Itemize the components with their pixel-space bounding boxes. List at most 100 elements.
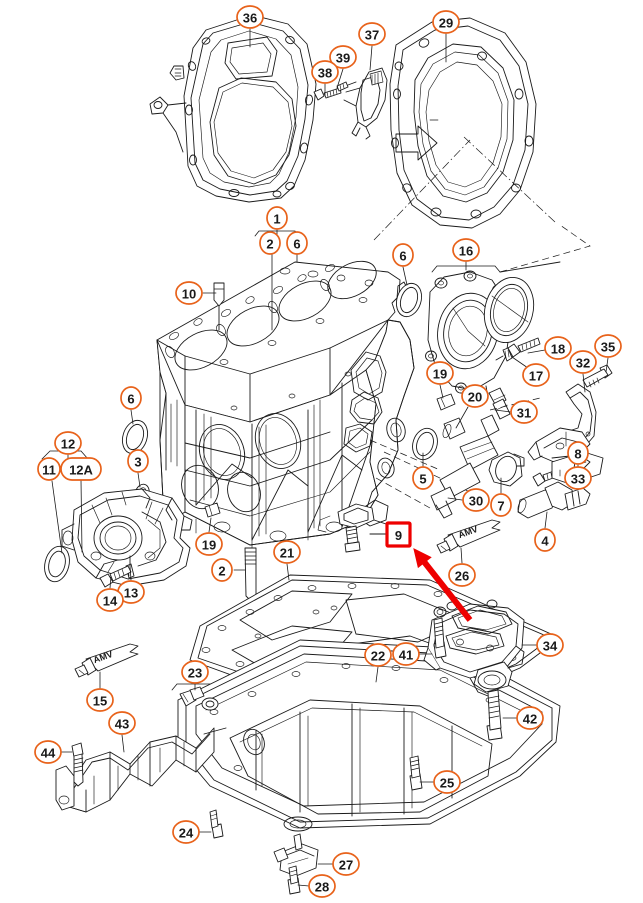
part-37-bracket	[343, 67, 388, 140]
callout-label-19: 19	[202, 538, 216, 553]
leader-line-30	[447, 497, 463, 501]
callout-23[interactable]: 23	[181, 660, 209, 684]
callout-19[interactable]: 19	[426, 361, 454, 385]
callout-33[interactable]: 33	[564, 466, 592, 490]
leader-line-32	[582, 373, 586, 393]
callout-ring-24	[172, 820, 200, 844]
callout-10[interactable]: 10	[175, 281, 203, 305]
leader-line-43	[121, 734, 125, 753]
callout-ring-4	[534, 528, 556, 552]
callout-14[interactable]: 14	[96, 588, 124, 612]
callout-label-7: 7	[497, 499, 504, 514]
bracket-16-ext	[499, 261, 561, 273]
callout-1[interactable]: 1	[266, 206, 288, 230]
callout-17[interactable]: 17	[522, 363, 550, 387]
callout-11[interactable]: 11	[37, 457, 61, 481]
callout-label-10: 10	[182, 287, 196, 302]
part-26-amv-tube	[436, 519, 501, 554]
callout-18[interactable]: 18	[544, 336, 572, 360]
callout-6[interactable]: 6	[392, 243, 414, 267]
part-17-stud	[495, 347, 513, 362]
callout-29[interactable]: 29	[432, 10, 460, 34]
leader-line-18	[527, 349, 546, 354]
part-2-long-bolt	[244, 547, 257, 603]
part-39-bolt	[336, 81, 357, 92]
callout-ring-37	[358, 22, 386, 46]
leader-line-26	[460, 547, 463, 564]
callout-38[interactable]: 38	[311, 60, 339, 84]
callout-label-17: 17	[529, 369, 543, 384]
callout-ring-1	[266, 206, 288, 230]
callout-label-6: 6	[293, 237, 300, 252]
callout-24[interactable]: 24	[172, 820, 200, 844]
callout-39[interactable]: 39	[329, 45, 357, 69]
callout-label-30: 30	[469, 494, 483, 509]
leader-line-21	[286, 563, 290, 581]
callout-26[interactable]: 26	[448, 563, 476, 587]
callout-12a[interactable]: 12A	[60, 457, 102, 481]
callout-32[interactable]: 32	[569, 350, 597, 374]
callout-9-highlighted[interactable]: 9	[385, 521, 412, 548]
callout-27[interactable]: 27	[332, 852, 360, 876]
callout-ring-16	[452, 238, 480, 262]
callout-4[interactable]: 4	[534, 528, 556, 552]
callout-16[interactable]: 16	[452, 238, 480, 262]
leader-line-19	[439, 384, 444, 399]
callout-5[interactable]: 5	[412, 466, 434, 490]
callout-ring-20	[461, 384, 489, 408]
leader-line-19	[208, 517, 212, 533]
callout-42[interactable]: 42	[516, 706, 544, 730]
callout-28[interactable]: 28	[308, 874, 336, 898]
callout-ring-14	[96, 588, 124, 612]
callout-6[interactable]: 6	[286, 231, 308, 255]
callout-ring-5	[412, 466, 434, 490]
callout-label-21: 21	[280, 546, 294, 561]
part-15-amv-tube	[74, 643, 139, 678]
callout-22[interactable]: 22	[364, 643, 392, 667]
callout-15[interactable]: 15	[86, 688, 114, 712]
leader-line-6	[402, 266, 408, 286]
callout-35[interactable]: 35	[594, 334, 622, 358]
callout-ring-30	[462, 488, 490, 512]
callout-9-label: 9	[395, 528, 402, 543]
callout-2[interactable]: 2	[211, 558, 233, 582]
callout-label-15: 15	[93, 694, 107, 709]
leader-line-31	[494, 409, 512, 413]
part-42-bolt	[486, 689, 503, 741]
callout-label-25: 25	[440, 776, 454, 791]
callout-8[interactable]: 8	[567, 441, 589, 465]
callout-44[interactable]: 44	[34, 740, 62, 764]
callout-3[interactable]: 3	[127, 449, 149, 473]
highlight-arrow	[413, 548, 473, 622]
callout-label-2: 2	[218, 564, 225, 579]
callout-41[interactable]: 41	[392, 642, 420, 666]
callout-ring-43	[108, 711, 136, 735]
callout-12[interactable]: 12	[54, 431, 82, 455]
callout-7[interactable]: 7	[490, 493, 512, 517]
callout-43[interactable]: 43	[108, 711, 136, 735]
callout-2[interactable]: 2	[259, 231, 281, 255]
callout-ring-2	[211, 558, 233, 582]
callout-ring-41	[392, 642, 420, 666]
callout-34[interactable]: 34	[536, 633, 564, 657]
part-cylinder-block	[156, 260, 471, 549]
callout-25[interactable]: 25	[433, 770, 461, 794]
part-38-bolt	[313, 87, 342, 101]
callout-36[interactable]: 36	[236, 5, 264, 29]
callout-label-2: 2	[266, 237, 273, 252]
callout-31[interactable]: 31	[510, 400, 538, 424]
callout-6[interactable]: 6	[120, 386, 142, 410]
leader-line-39	[336, 68, 344, 89]
callout-19[interactable]: 19	[195, 532, 223, 556]
leader-line-4	[544, 511, 548, 529]
part-10-dowel-pin	[213, 282, 225, 331]
callout-21[interactable]: 21	[273, 540, 301, 564]
callout-label-42: 42	[523, 712, 537, 727]
callout-ring-2	[259, 231, 281, 255]
callout-30[interactable]: 30	[462, 488, 490, 512]
callout-label-6: 6	[127, 392, 134, 407]
callout-37[interactable]: 37	[358, 22, 386, 46]
part-29-housing-gasket	[373, 17, 556, 241]
callout-20[interactable]: 20	[461, 384, 489, 408]
part-20-bush	[442, 417, 466, 440]
